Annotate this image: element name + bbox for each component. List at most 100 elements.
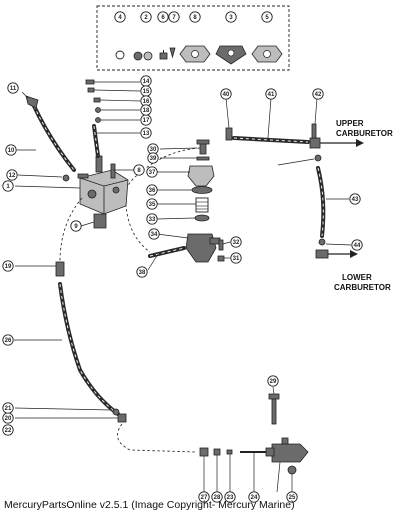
callout-circle bbox=[7, 82, 19, 94]
callout-circle bbox=[114, 11, 126, 23]
callout-circle bbox=[224, 491, 236, 503]
callout-number: 42 bbox=[315, 92, 322, 98]
callout-1: 1 bbox=[2, 180, 14, 192]
connector-29 bbox=[199, 447, 209, 457]
callout-circle bbox=[248, 491, 260, 503]
fitting-stack bbox=[85, 79, 101, 123]
callout-number: 11 bbox=[10, 86, 17, 92]
callout-circle bbox=[146, 184, 158, 196]
callout-circle bbox=[140, 127, 152, 139]
upper-carburetor-label-line1: UPPER bbox=[336, 119, 364, 128]
callout-circle bbox=[198, 491, 210, 503]
callout-number: 5 bbox=[265, 15, 269, 21]
callout-number: 36 bbox=[149, 188, 156, 194]
washer-25 bbox=[287, 465, 297, 475]
routing-line-pump-to-filter bbox=[127, 147, 201, 187]
fitting-40 bbox=[225, 127, 233, 141]
callout-41: 41 bbox=[265, 88, 277, 100]
callout-39: 39 bbox=[147, 152, 159, 164]
screw-28-top bbox=[268, 393, 280, 425]
callout-circle bbox=[189, 11, 201, 23]
callout-14: 14 bbox=[140, 75, 152, 87]
upper-carburetor-label: UPPER CARBURETOR bbox=[336, 119, 393, 138]
callout-26: 26 bbox=[2, 334, 14, 346]
copyright-footer: MercuryPartsOnline v2.5.1 (Image Copyrig… bbox=[4, 499, 295, 511]
callout-number: 6 bbox=[161, 15, 165, 21]
callout-30: 30 bbox=[147, 143, 159, 155]
callout-number: 14 bbox=[143, 79, 150, 85]
parts-kit-box bbox=[96, 5, 290, 71]
callout-number: 12 bbox=[9, 173, 16, 179]
callout-circle bbox=[220, 88, 232, 100]
fitting-19 bbox=[55, 261, 65, 277]
callout-43: 43 bbox=[349, 193, 361, 205]
filter-ring-33 bbox=[194, 214, 210, 222]
callout-21: 21 bbox=[2, 402, 14, 414]
callout-24: 24 bbox=[248, 491, 260, 503]
kit-part-gasket-right bbox=[251, 45, 283, 63]
bowl-screw-32 bbox=[218, 239, 224, 251]
callout-37: 37 bbox=[146, 166, 158, 178]
callout-40: 40 bbox=[220, 88, 232, 100]
callout-11: 11 bbox=[7, 82, 19, 94]
leader-lines bbox=[14, 81, 352, 493]
callout-circle bbox=[225, 11, 237, 23]
callout-10: 10 bbox=[5, 144, 17, 156]
callout-31: 31 bbox=[230, 252, 242, 264]
callout-number: 20 bbox=[5, 416, 12, 422]
routing-line-to-primer bbox=[117, 423, 197, 453]
callout-circle bbox=[230, 252, 242, 264]
callout-circle bbox=[147, 152, 159, 164]
callout-number: 38 bbox=[139, 270, 146, 276]
callout-15: 15 bbox=[140, 85, 152, 97]
callout-42: 42 bbox=[312, 88, 324, 100]
callout-number: 22 bbox=[5, 428, 12, 434]
callout-number: 44 bbox=[354, 243, 361, 249]
pump-bolt bbox=[77, 173, 89, 179]
kit-part-seals bbox=[133, 51, 153, 61]
callout-27: 27 bbox=[198, 491, 210, 503]
callout-number: 2 bbox=[144, 15, 148, 21]
callout-circle bbox=[265, 88, 277, 100]
callout-33: 33 bbox=[146, 213, 158, 225]
callout-number: 1 bbox=[6, 184, 10, 190]
callout-circle bbox=[286, 491, 298, 503]
callout-number: 7 bbox=[172, 15, 176, 21]
callout-35: 35 bbox=[146, 198, 158, 210]
callout-circle bbox=[148, 228, 160, 240]
hose-clamp-13 bbox=[62, 174, 70, 182]
upper-carburetor-label-line2: CARBURETOR bbox=[336, 129, 393, 138]
callout-23: 23 bbox=[224, 491, 236, 503]
callout-number: 30 bbox=[150, 147, 157, 153]
lower-carburetor-label: LOWER CARBURETOR bbox=[334, 273, 391, 292]
callout-circle bbox=[312, 88, 324, 100]
kit-part-gasket-left bbox=[179, 45, 211, 63]
arrow-to-upper-carburetor bbox=[320, 139, 364, 147]
callout-25: 25 bbox=[286, 491, 298, 503]
lower-carburetor-label-line1: LOWER bbox=[342, 273, 372, 282]
callout-number: 41 bbox=[268, 92, 275, 98]
callout-circle bbox=[2, 260, 14, 272]
callout-circle bbox=[6, 169, 18, 181]
callout-circle bbox=[146, 198, 158, 210]
callout-38: 38 bbox=[136, 266, 148, 278]
kit-part-diaphragm bbox=[215, 45, 247, 65]
callout-number: 9 bbox=[74, 224, 78, 230]
callout-number: 8 bbox=[193, 15, 197, 21]
callout-12: 12 bbox=[6, 169, 18, 181]
fuel-hose-26 bbox=[58, 282, 120, 416]
filter-washer-39 bbox=[196, 156, 210, 161]
callout-circle bbox=[133, 164, 145, 176]
callout-number: 24 bbox=[251, 495, 258, 501]
callout-circle bbox=[211, 491, 223, 503]
callout-7: 7 bbox=[168, 11, 180, 23]
callout-3: 3 bbox=[225, 11, 237, 23]
callout-number: 8 bbox=[137, 168, 141, 174]
filter-screw-30 bbox=[196, 139, 210, 155]
callout-number: 32 bbox=[233, 240, 240, 246]
callout-number: 19 bbox=[5, 264, 12, 270]
callout-number: 26 bbox=[5, 338, 12, 344]
